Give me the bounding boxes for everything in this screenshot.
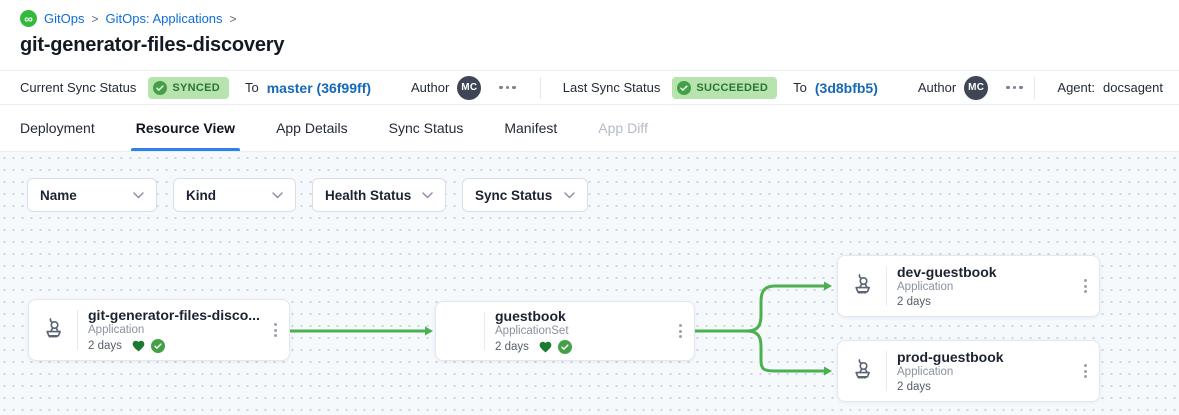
node-git-generator-files-discovery[interactable]: git-generator-files-disco... Application…	[28, 299, 290, 361]
health-heart-icon	[539, 341, 552, 353]
tab-sync-status[interactable]: Sync Status	[388, 120, 464, 136]
filter-kind-dropdown[interactable]: Kind	[173, 178, 296, 212]
breadcrumb-separator: >	[229, 11, 237, 26]
node-body: guestbook ApplicationSet 2 days	[485, 302, 666, 360]
breadcrumb: ∞ GitOps > GitOps: Applications >	[20, 10, 1159, 27]
current-revision-link[interactable]: master (36f99ff)	[266, 79, 371, 96]
argo-application-icon	[838, 358, 886, 384]
node-kind: ApplicationSet	[495, 325, 569, 337]
node-kind: Application	[897, 281, 954, 293]
breadcrumb-link-applications[interactable]: GitOps: Applications	[105, 11, 223, 26]
node-prod-guestbook[interactable]: prod-guestbook Application 2 days	[837, 340, 1100, 402]
node-title: prod-guestbook	[897, 349, 1004, 365]
filter-label: Name	[40, 187, 77, 203]
filter-label: Sync Status	[475, 187, 553, 203]
sync-status-bar: Current Sync Status SYNCED To master (36…	[0, 70, 1179, 105]
tab-manifest[interactable]: Manifest	[504, 120, 558, 136]
to-label: To	[244, 80, 259, 95]
node-meta: 2 days	[495, 340, 664, 354]
current-sync-status-label: Current Sync Status	[20, 80, 137, 95]
node-meta: 2 days	[897, 381, 1069, 393]
divider	[539, 76, 541, 99]
chevron-down-icon	[133, 191, 144, 199]
filter-health-status-dropdown[interactable]: Health Status	[312, 178, 446, 212]
node-meta: 2 days	[88, 339, 259, 353]
edge-appset-to-dev	[693, 281, 832, 333]
agent-value: docsagent	[1103, 80, 1163, 95]
node-age: 2 days	[897, 296, 931, 308]
chevron-down-icon	[422, 191, 433, 199]
argo-application-icon	[838, 273, 886, 299]
divider	[886, 266, 887, 306]
sync-check-icon	[150, 339, 165, 353]
tab-app-details[interactable]: App Details	[276, 120, 348, 136]
author-label: Author	[917, 80, 957, 95]
node-title: dev-guestbook	[897, 264, 997, 280]
node-menu-button[interactable]	[1071, 279, 1099, 293]
node-kind: Application	[897, 366, 954, 378]
health-heart-icon	[132, 340, 145, 352]
node-age: 2 days	[88, 340, 122, 352]
check-circle-icon	[153, 80, 168, 95]
filter-bar: Name Kind Health Status Sync Status	[27, 178, 588, 212]
sync-check-icon	[557, 340, 572, 354]
divider	[886, 351, 887, 391]
to-label: To	[793, 80, 807, 95]
node-title: guestbook	[495, 308, 566, 324]
divider	[77, 310, 78, 350]
author-avatar[interactable]: MC	[964, 75, 989, 100]
chevron-down-icon	[564, 191, 575, 199]
last-sync-status-label: Last Sync Status	[562, 80, 661, 95]
node-body: git-generator-files-disco... Application…	[78, 301, 261, 359]
node-title: git-generator-files-disco...	[88, 307, 259, 323]
node-dev-guestbook[interactable]: dev-guestbook Application 2 days	[837, 255, 1100, 317]
breadcrumb-link-gitops[interactable]: GitOps	[44, 11, 85, 26]
current-sync-badge-label: SYNCED	[172, 81, 220, 94]
last-sync-badge-label: SUCCEEDED	[696, 81, 769, 94]
page-header: ∞ GitOps > GitOps: Applications > git-ge…	[0, 0, 1179, 70]
node-menu-button[interactable]	[1071, 364, 1099, 378]
divider	[484, 312, 485, 350]
filter-sync-status-dropdown[interactable]: Sync Status	[462, 178, 588, 212]
node-meta: 2 days	[897, 296, 1069, 308]
node-age: 2 days	[897, 381, 931, 393]
node-kind: Application	[88, 324, 145, 336]
node-status-icons	[131, 339, 165, 353]
last-sync-menu-button[interactable]	[1004, 82, 1025, 94]
author-label: Author	[410, 80, 450, 95]
tab-resource-view[interactable]: Resource View	[130, 105, 241, 151]
node-menu-button[interactable]	[261, 323, 289, 337]
node-body: prod-guestbook Application 2 days	[887, 343, 1071, 399]
node-menu-button[interactable]	[666, 324, 694, 338]
node-status-icons	[538, 340, 572, 354]
page-title: git-generator-files-discovery	[20, 34, 285, 56]
tab-bar: Deployment Resource View App Details Syn…	[0, 105, 1179, 152]
chevron-down-icon	[272, 191, 283, 199]
node-age: 2 days	[495, 341, 529, 353]
filter-label: Kind	[186, 187, 216, 203]
divider	[1034, 76, 1036, 99]
last-sync-status-badge: SUCCEEDED	[672, 76, 778, 99]
gitops-infinity-icon: ∞	[20, 10, 37, 27]
edge-appset-to-prod	[693, 329, 832, 376]
author-avatar[interactable]: MC	[457, 75, 482, 100]
current-sync-status-badge: SYNCED	[148, 76, 229, 99]
current-sync-menu-button[interactable]	[497, 82, 518, 94]
tab-deployment[interactable]: Deployment	[20, 120, 95, 136]
agent-section: Agent: docsagent	[1034, 76, 1163, 99]
last-revision-link[interactable]: (3d8bfb5)	[814, 79, 878, 96]
filter-name-dropdown[interactable]: Name	[27, 178, 157, 212]
argo-application-icon	[29, 317, 77, 343]
breadcrumb-separator: >	[91, 11, 99, 26]
check-circle-icon	[677, 80, 692, 95]
node-body: dev-guestbook Application 2 days	[887, 258, 1071, 314]
node-guestbook-applicationset[interactable]: guestbook ApplicationSet 2 days	[435, 301, 695, 361]
filter-label: Health Status	[325, 187, 412, 203]
tab-app-diff[interactable]: App Diff	[598, 120, 648, 136]
resource-graph-canvas[interactable]: Name Kind Health Status Sync Status	[0, 152, 1179, 415]
agent-label: Agent:	[1057, 80, 1095, 95]
